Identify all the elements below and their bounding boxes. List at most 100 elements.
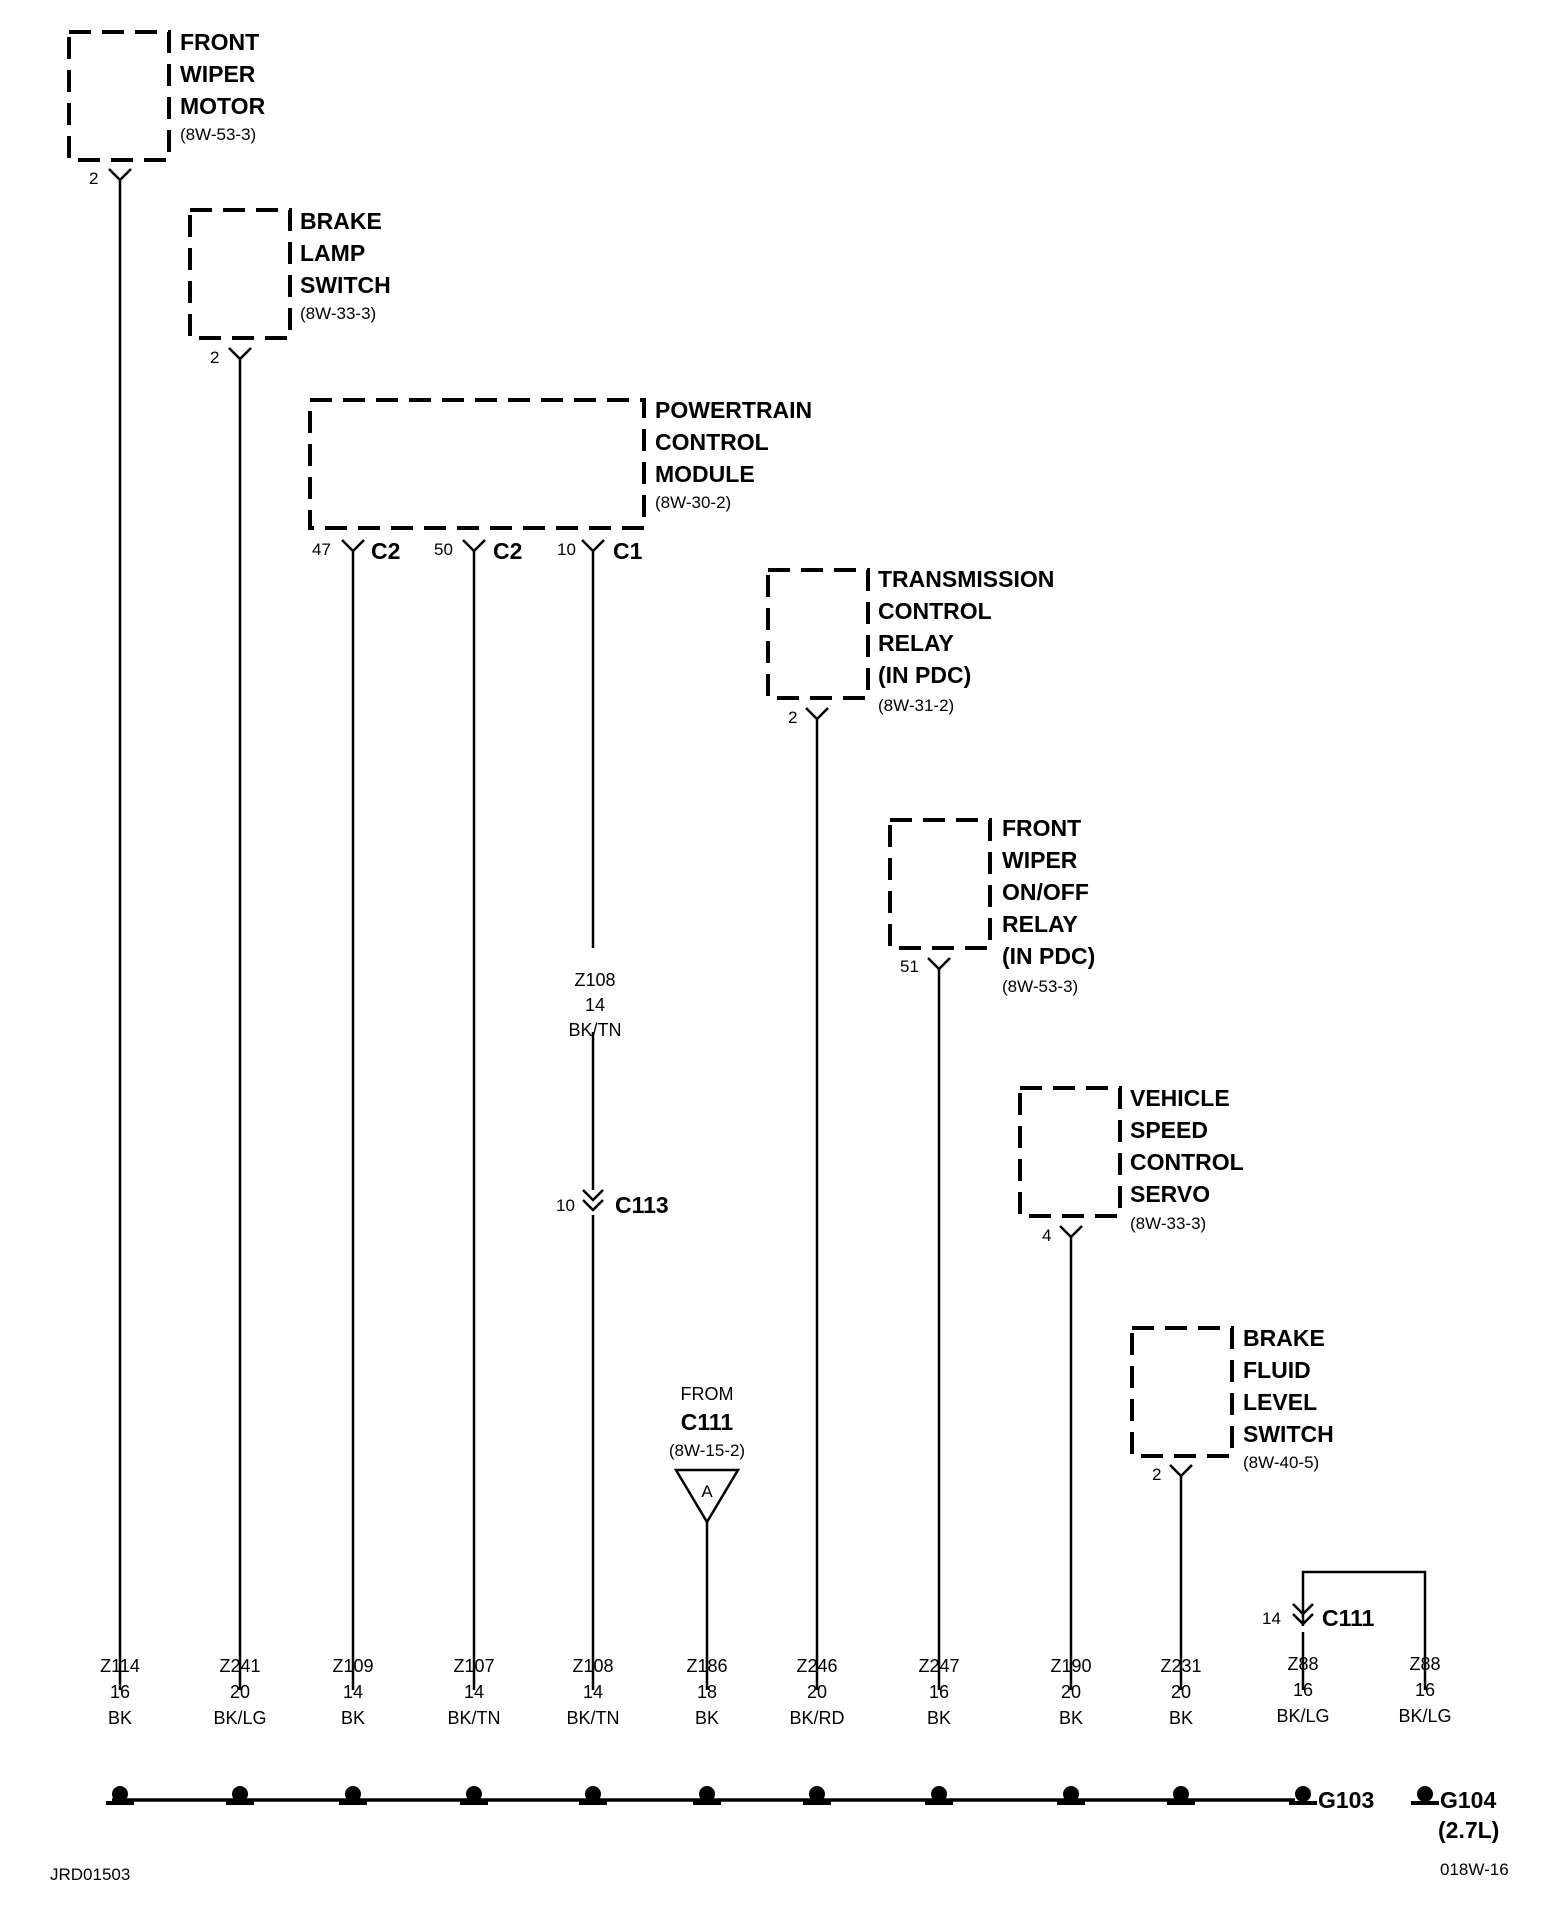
ground-splice-dot: [466, 1786, 482, 1802]
label-line: (IN PDC): [878, 662, 971, 688]
circuit-id: Z108: [574, 970, 615, 990]
ground-g104-note: (2.7L): [1438, 1817, 1499, 1843]
wire-circuit: Z241: [219, 1656, 260, 1676]
wire-gauge: 14: [343, 1682, 363, 1702]
label-line: CONTROL: [878, 598, 992, 624]
pin-number: 2: [1152, 1465, 1161, 1484]
label-line: ON/OFF: [1002, 879, 1089, 905]
label-line: WIPER: [180, 61, 256, 87]
ground-splice-dot: [1173, 1786, 1189, 1802]
off-page-tag: A: [701, 1482, 713, 1501]
connector-symbol: [581, 539, 605, 553]
connector-symbol: [805, 707, 829, 721]
page-ref: (8W-33-3): [300, 304, 376, 323]
ground-splice-dot: [931, 1786, 947, 1802]
connector-name: C1: [613, 538, 643, 564]
page-ref: (8W-40-5): [1243, 1453, 1319, 1472]
label-line: FRONT: [1002, 815, 1081, 841]
front-wiper-motor-box: [67, 30, 171, 162]
front-wiper-on-off-relay: FRONT WIPER ON/OFF RELAY (IN PDC) (8W-53…: [888, 815, 1095, 996]
ground-bus: G103 G104 (2.7L): [106, 1786, 1499, 1843]
wire-color: BK/TN: [566, 1708, 619, 1728]
wire-color: BK/RD: [789, 1708, 844, 1728]
vehicle-speed-control-servo: VEHICLE SPEED CONTROL SERVO (8W-33-3) 4: [1018, 1085, 1244, 1245]
wire-color: BK/LG: [213, 1708, 266, 1728]
label-line: SPEED: [1130, 1117, 1208, 1143]
label-line: RELAY: [878, 630, 954, 656]
connector-c111: 14 C111: [1262, 1603, 1375, 1631]
wire-gauge: 14: [585, 995, 605, 1015]
ground-splice-dot: [232, 1786, 248, 1802]
wire-circuit: Z247: [918, 1656, 959, 1676]
z108-inline-label: Z108 14 BK/TN: [568, 970, 621, 1040]
wire-color: BK/LG: [1398, 1706, 1451, 1726]
wire-circuit: Z109: [332, 1656, 373, 1676]
off-page-triangle: [673, 1468, 741, 1525]
ground-splices: [106, 1786, 1439, 1805]
transmission-control-relay: TRANSMISSION CONTROL RELAY (IN PDC) (8W-…: [766, 566, 1054, 727]
inline-connector-symbol: [1292, 1603, 1314, 1626]
wire-circuit: Z246: [796, 1656, 837, 1676]
connector-name: C111: [681, 1409, 734, 1435]
ground-g104-label: G104: [1440, 1787, 1496, 1813]
label-line: (IN PDC): [1002, 943, 1095, 969]
wire-gauge: 14: [583, 1682, 603, 1702]
label-line: FRONT: [180, 29, 259, 55]
pin-number: 10: [556, 1196, 575, 1215]
bfl-box: [1130, 1326, 1234, 1458]
page-ref: (8W-15-2): [669, 1441, 745, 1460]
wire-gauge: 20: [230, 1682, 250, 1702]
ground-splice-dot: [699, 1786, 715, 1802]
wire-color: BK/TN: [447, 1708, 500, 1728]
figure-code: JRD01503: [50, 1865, 130, 1884]
label-line: MOTOR: [180, 93, 266, 119]
wire-gauge: 16: [1415, 1680, 1435, 1700]
label-line: LEVEL: [1243, 1389, 1317, 1415]
wire-gauge: 18: [697, 1682, 717, 1702]
connector-name: C2: [493, 538, 522, 564]
front-wiper-motor: FRONT WIPER MOTOR (8W-53-3) 2: [67, 29, 266, 188]
connector-symbol: [927, 957, 951, 971]
wiper-relay-box: [888, 818, 992, 950]
label-line: SWITCH: [300, 272, 391, 298]
ground-splice-dot: [345, 1786, 361, 1802]
wire-color: BK: [108, 1708, 132, 1728]
ground-g103-label: G103: [1318, 1787, 1374, 1813]
wire-gauge: 20: [807, 1682, 827, 1702]
wire-circuit: Z190: [1050, 1656, 1091, 1676]
inline-connector-symbol: [582, 1189, 604, 1212]
pin-number: 4: [1042, 1226, 1051, 1245]
pin-number: 2: [89, 169, 98, 188]
connector-symbol: [341, 539, 365, 553]
label-line: BRAKE: [300, 208, 382, 234]
label-line: FLUID: [1243, 1357, 1311, 1383]
wire-circuit: Z88: [1287, 1654, 1318, 1674]
wire-color: BK: [695, 1708, 719, 1728]
pin-number: 51: [900, 957, 919, 976]
ground-splice-dot: [585, 1786, 601, 1802]
wire-circuit: Z107: [453, 1656, 494, 1676]
page-ref: (8W-30-2): [655, 493, 731, 512]
page-ref: (8W-33-3): [1130, 1214, 1206, 1233]
pin-number: 14: [1262, 1609, 1281, 1628]
connector-symbol: [108, 168, 132, 182]
wire-color: BK: [1169, 1708, 1193, 1728]
wire-z88-split: [1301, 1570, 1427, 1690]
page-ref: (8W-53-3): [180, 125, 256, 144]
pin-number: 2: [788, 708, 797, 727]
wire-circuit: Z114: [100, 1656, 140, 1676]
label-line: SERVO: [1130, 1181, 1210, 1207]
brake-lamp-switch-box: [188, 208, 292, 340]
wire-circuit: Z231: [1160, 1656, 1201, 1676]
label-line: CONTROL: [655, 429, 769, 455]
wire-gauge: 16: [110, 1682, 130, 1702]
connector-symbol: [1059, 1225, 1083, 1239]
page-code: 018W-16: [1440, 1860, 1509, 1879]
wire-color: BK: [1059, 1708, 1083, 1728]
ground-splice-dot: [1295, 1786, 1311, 1802]
from-text: FROM: [681, 1384, 734, 1404]
pin-number: 10: [557, 540, 576, 559]
brake-lamp-switch: BRAKE LAMP SWITCH (8W-33-3) 2: [188, 208, 391, 367]
label-line: CONTROL: [1130, 1149, 1244, 1175]
